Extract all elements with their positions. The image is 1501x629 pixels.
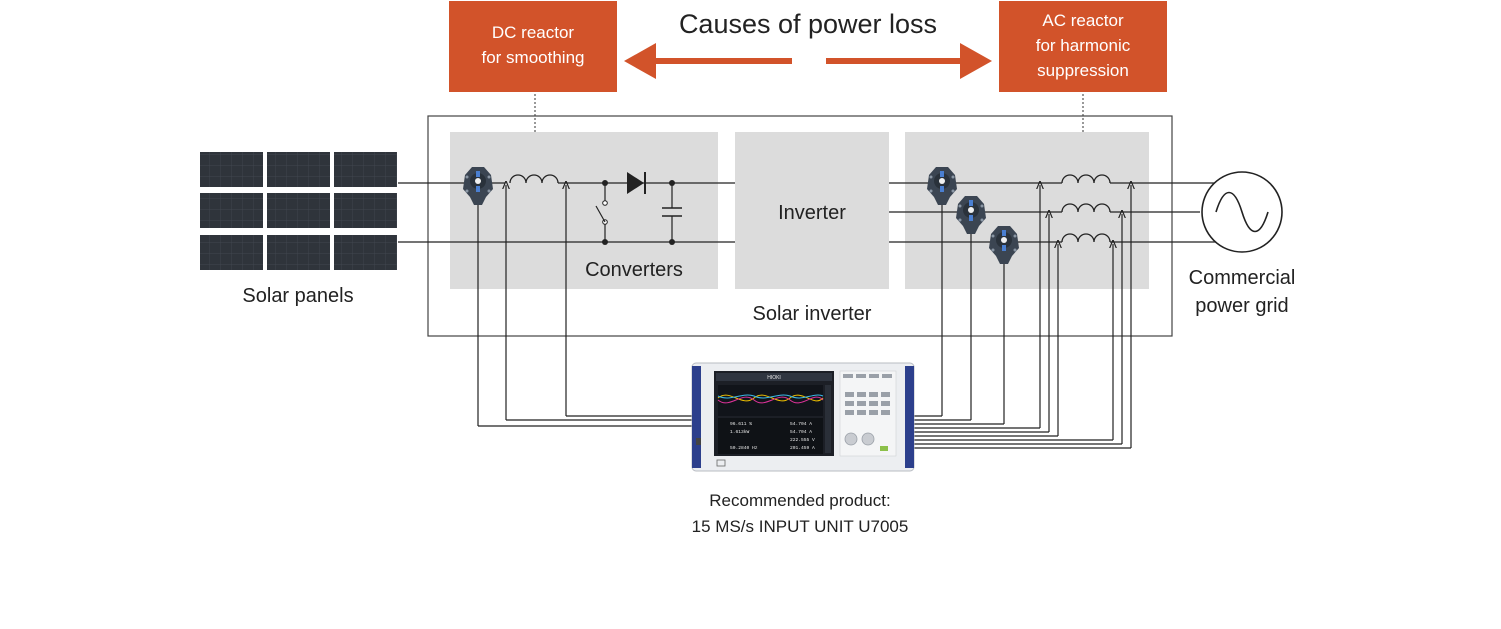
- grid-label-line2: power grid: [1195, 295, 1288, 317]
- inductor-icon: [509, 174, 559, 184]
- instrument-brand: HIOKI: [767, 375, 781, 381]
- solar-inverter-label: Solar inverter: [753, 303, 872, 325]
- dc-reactor-label-line2: for smoothing: [482, 48, 585, 67]
- ac-reactor-callout: AC reactor for harmonic suppression: [999, 1, 1167, 92]
- reading-r3c2: 222.555 V: [790, 437, 815, 443]
- product-label-line1: Recommended product:: [709, 491, 890, 510]
- diagram-title: Causes of power loss: [679, 9, 937, 39]
- grid-label-line1: Commercial: [1189, 267, 1296, 289]
- product-label-line2: 15 MS/s INPUT UNIT U7005: [692, 517, 909, 536]
- solar-inverter-outline: [427, 115, 1173, 337]
- converters-block: [450, 132, 718, 289]
- reading-r1c1: 96.611 %: [730, 421, 752, 427]
- capacitor-icon: [662, 180, 682, 245]
- ac-inductors: [1061, 174, 1111, 243]
- ac-measurement-leads: [905, 185, 1131, 449]
- dc-reactor-callout: DC reactor for smoothing: [449, 1, 617, 92]
- power-loss-arrows: [624, 43, 992, 79]
- ac-reactor-label-line1: AC reactor: [1042, 11, 1124, 30]
- reading-r4c1: 50.2840 Hz: [730, 445, 758, 451]
- solar-panel-icon: [200, 152, 397, 270]
- dc-measurement-leads: [477, 185, 708, 427]
- solar-panels-label: Solar panels: [242, 285, 353, 307]
- ac-reactor-label-line3: suppression: [1037, 61, 1129, 80]
- reading-r1c2: 54.704 A: [790, 421, 812, 427]
- diode-icon: [627, 172, 646, 194]
- power-analyzer-instrument: HIOKI 96.611 % 54.704 A 1.613kW 54.704 A…: [691, 362, 915, 472]
- reading-r2c2: 54.704 A: [790, 429, 812, 435]
- ac-source-icon: [1201, 171, 1283, 253]
- inverter-block: [735, 132, 889, 289]
- dc-reactor-label-line1: DC reactor: [492, 23, 575, 42]
- inverter-label: Inverter: [778, 202, 846, 224]
- reading-r2c1: 1.613kW: [730, 429, 750, 435]
- reading-r4c2: 201.459 A: [790, 445, 815, 451]
- ac-filter-block: [905, 132, 1149, 289]
- switch-icon: [595, 180, 608, 245]
- ac-reactor-label-line2: for harmonic: [1036, 36, 1131, 55]
- converters-label: Converters: [585, 259, 683, 281]
- ac-wiring: [889, 182, 1219, 243]
